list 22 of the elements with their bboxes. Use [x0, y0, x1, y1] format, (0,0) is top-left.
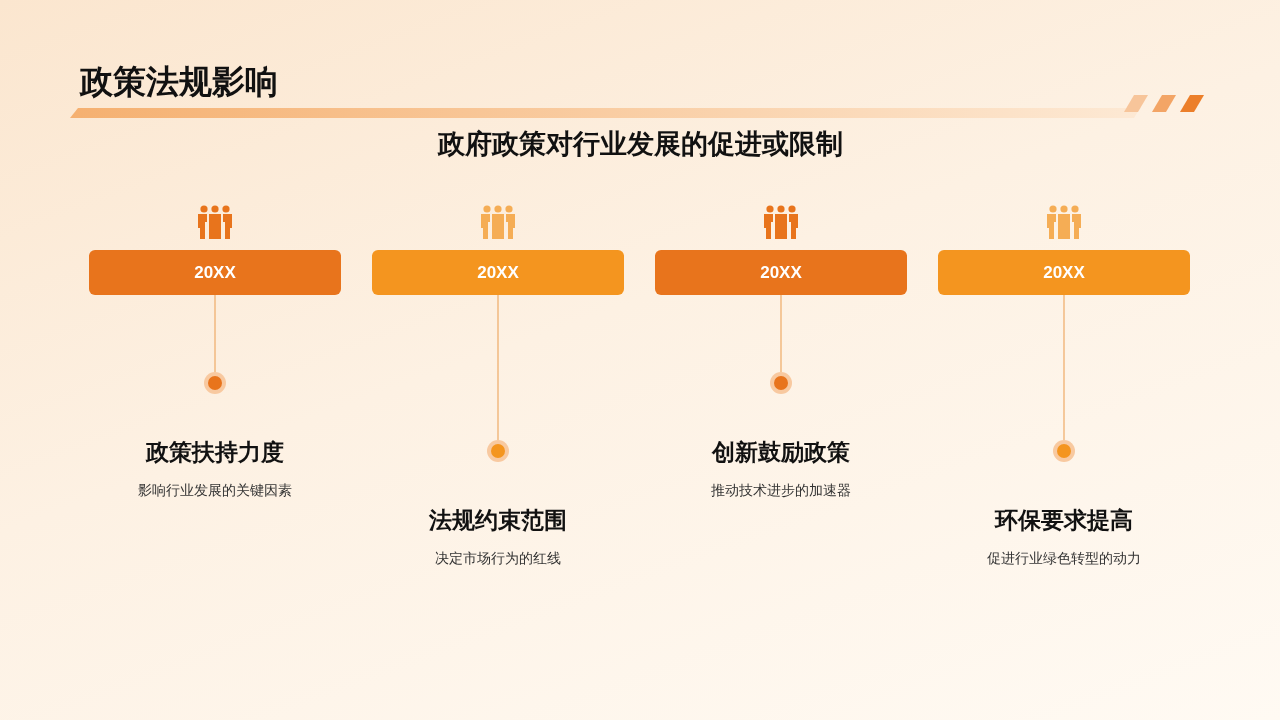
timeline-dot — [770, 372, 792, 394]
connector-line — [780, 294, 782, 373]
slide-title: 政策法规影响 — [80, 62, 278, 102]
item-heading: 政策扶持力度 — [144, 438, 285, 467]
timeline-dot — [204, 372, 226, 394]
timeline-dot — [487, 440, 509, 462]
connector-line — [1063, 294, 1065, 441]
item-heading: 环保要求提高 — [993, 506, 1134, 535]
timeline-dot — [1053, 440, 1075, 462]
year-box: 20XX — [372, 250, 624, 295]
item-description: 促进行业绿色转型的动力 — [986, 549, 1142, 568]
item-description: 影响行业发展的关键因素 — [137, 481, 293, 500]
connector-line — [214, 294, 216, 373]
year-box: 20XX — [938, 250, 1190, 295]
item-heading: 创新鼓励政策 — [710, 438, 851, 467]
item-description: 决定市场行为的红线 — [434, 549, 562, 568]
connector-line — [497, 294, 499, 441]
year-box: 20XX — [89, 250, 341, 295]
item-description: 推动技术进步的加速器 — [710, 481, 852, 500]
year-box: 20XX — [655, 250, 907, 295]
subtitle: 政府政策对行业发展的促进或限制 — [436, 127, 844, 161]
item-heading: 法规约束范围 — [428, 506, 568, 535]
